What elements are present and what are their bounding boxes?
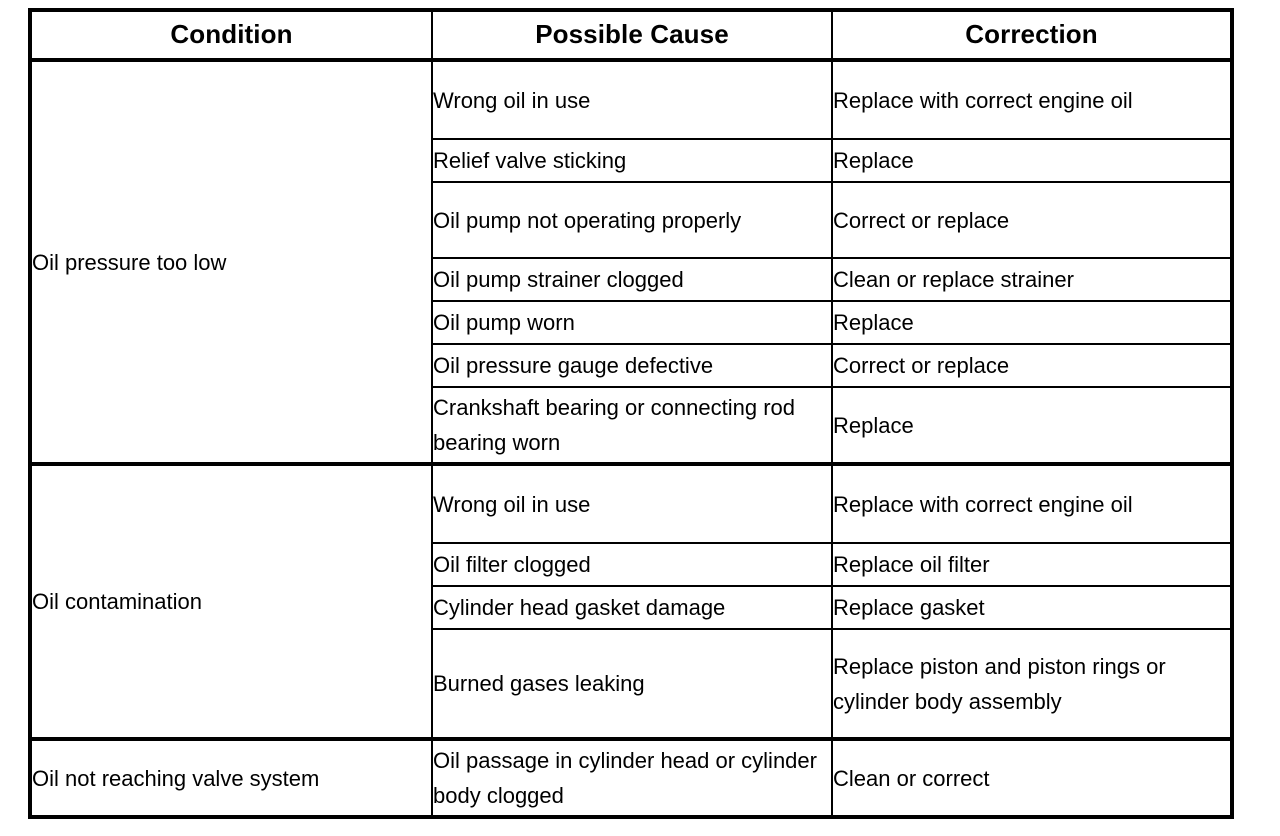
table-row: Relief valve sticking Replace (30, 138, 1233, 183)
cause-cell: Wrong oil in use (431, 462, 833, 544)
column-header-condition: Condition (29, 9, 433, 61)
table-row: Cylinder head gasket damage Replace gask… (30, 585, 1233, 630)
table-row: Oil pressure too low Wrong oil in use Re… (29, 58, 1233, 465)
cause-cell: Oil pump worn (431, 300, 833, 345)
correction-cell: Clean or replace strainer (831, 257, 1233, 302)
correction-cell: Clean or correct (831, 737, 1233, 818)
cause-cell: Oil pump not operating properly (431, 181, 833, 259)
table-row: Crankshaft bearing or connecting rod bea… (30, 386, 1233, 465)
correction-cell: Replace piston and piston rings or cylin… (831, 628, 1233, 740)
table-row: Oil pressure gauge defective Correct or … (30, 343, 1233, 388)
correction-cell: Correct or replace (831, 181, 1233, 259)
correction-cell: Replace oil filter (831, 542, 1233, 587)
cause-cell: Wrong oil in use (431, 58, 833, 140)
cause-cell: Relief valve sticking (431, 138, 833, 183)
correction-cell: Replace (831, 386, 1233, 465)
column-header-possible-cause: Possible Cause (431, 9, 833, 61)
correction-cell: Replace (831, 138, 1233, 183)
cause-cell: Crankshaft bearing or connecting rod bea… (431, 386, 833, 465)
condition-cell-oil-contamination: Oil contamination (29, 462, 433, 740)
correction-cell: Correct or replace (831, 343, 1233, 388)
correction-cell: Replace with correct engine oil (831, 462, 1233, 544)
table-header: Condition Possible Cause Correction (29, 9, 1233, 61)
troubleshooting-table: Condition Possible Cause Correction Oil … (28, 8, 1234, 819)
table-row: Oil pump strainer clogged Clean or repla… (30, 257, 1233, 302)
table-row: Oil filter clogged Replace oil filter (30, 542, 1233, 587)
table-row: Burned gases leaking Replace piston and … (30, 628, 1233, 740)
condition-cell-oil-not-reaching-valve-system: Oil not reaching valve system (29, 737, 433, 818)
table-body: Oil pressure too low Wrong oil in use Re… (29, 58, 1233, 818)
correction-cell: Replace (831, 300, 1233, 345)
table-row: Oil pump worn Replace (30, 300, 1233, 345)
cause-cell: Oil filter clogged (431, 542, 833, 587)
cause-cell: Cylinder head gasket damage (431, 585, 833, 630)
cause-cell: Oil pump strainer clogged (431, 257, 833, 302)
condition-cell-oil-pressure-too-low: Oil pressure too low (29, 58, 433, 465)
table-row: Oil pump not operating properly Correct … (30, 181, 1233, 259)
table-row: Oil contamination Wrong oil in use Repla… (29, 462, 1233, 740)
table-row: Oil not reaching valve system Oil passag… (29, 737, 1233, 818)
correction-cell: Replace with correct engine oil (831, 58, 1233, 140)
cause-cell: Oil pressure gauge defective (431, 343, 833, 388)
table-header-row: Condition Possible Cause Correction (29, 9, 1233, 61)
cause-cell: Burned gases leaking (431, 628, 833, 740)
correction-cell: Replace gasket (831, 585, 1233, 630)
column-header-correction: Correction (831, 9, 1233, 61)
cause-cell: Oil passage in cylinder head or cylinder… (431, 737, 833, 818)
